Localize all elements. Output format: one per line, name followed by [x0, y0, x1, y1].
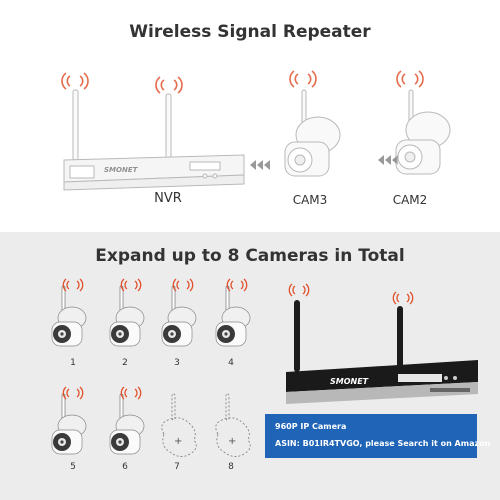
cam3-illustration [284, 89, 341, 177]
signal-icon-cam3 [289, 70, 317, 88]
svg-text:SMONET: SMONET [330, 377, 369, 386]
nvr-device-illustration [286, 300, 478, 404]
expansion-heading: Expand up to 8 Cameras in Total [95, 246, 405, 266]
signal-icon-cam2 [396, 70, 424, 88]
camera-number-8: 8 [228, 462, 234, 472]
nvr-illustration: SMONET [61, 70, 451, 191]
camera-number-2: 2 [122, 358, 128, 368]
camera-number-1: 1 [70, 358, 76, 368]
plus-icon: + [174, 436, 182, 447]
repeater-section: Wireless Signal Repeater SMONET [0, 0, 500, 232]
camera-number-7: 7 [174, 462, 180, 472]
asin-text: ASIN: B01IR4TVGO, please Search it on Am… [275, 439, 491, 448]
product-info-box: 960P IP Camera ASIN: B01IR4TVGO, please … [265, 414, 490, 458]
camera-number-4: 4 [228, 358, 234, 368]
nvr-label: NVR [154, 191, 182, 206]
arrow-left-icon [250, 155, 398, 170]
plus-icon: + [228, 436, 236, 447]
cam3-label: CAM3 [292, 193, 328, 207]
repeater-heading: Wireless Signal Repeater [129, 22, 371, 42]
product-name: 960P IP Camera [275, 422, 347, 431]
camera-number-6: 6 [122, 462, 128, 472]
camera-number-5: 5 [70, 462, 76, 472]
signal-icon [61, 72, 183, 94]
nvr-brand-text: SMONET [104, 166, 139, 174]
cam2-illustration [395, 89, 451, 175]
cam2-label: CAM2 [392, 193, 428, 207]
camera-number-3: 3 [174, 358, 180, 368]
